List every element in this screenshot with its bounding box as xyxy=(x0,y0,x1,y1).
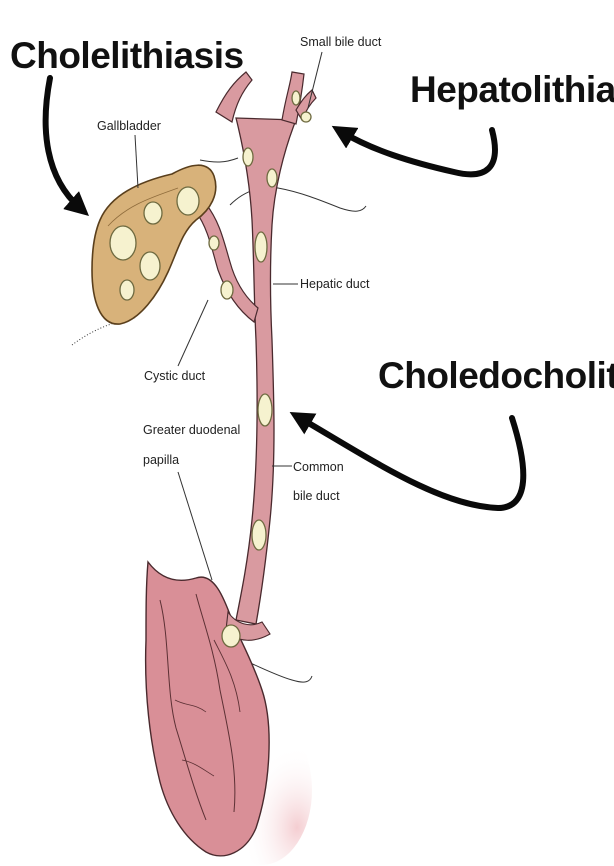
label-gallbladder: Gallbladder xyxy=(97,119,161,133)
arrow-hepatolithiasis xyxy=(331,125,498,178)
label-cystic-duct: Cystic duct xyxy=(144,369,206,383)
arrow-choledocholithiasis xyxy=(289,411,527,512)
bile-duct-tree xyxy=(195,71,317,641)
duodenum xyxy=(144,560,312,865)
stone-gallbladder-5 xyxy=(119,279,135,301)
label-hepatic-duct: Hepatic duct xyxy=(300,277,370,291)
gallstones xyxy=(109,90,312,648)
label-cholelithiasis: Cholelithiasis xyxy=(10,35,244,76)
stone-cystic-1 xyxy=(208,235,220,251)
label-choledocholithiasis: Choledocholithiasis xyxy=(378,355,614,396)
label-greater-duodenal-line2: papilla xyxy=(143,453,179,467)
label-greater-duodenal-line1: Greater duodenal xyxy=(143,423,240,437)
stone-common-1 xyxy=(257,393,273,427)
stone-small-duct-1 xyxy=(291,90,301,106)
stone-gallbladder-3 xyxy=(176,186,200,216)
leader-lines xyxy=(134,51,323,581)
arrow-cholelithiasis xyxy=(42,75,89,216)
stone-gallbladder-2 xyxy=(143,201,163,225)
pointer-arrows xyxy=(42,75,527,512)
stone-cystic-2 xyxy=(220,280,234,300)
condition-labels: Cholelithiasis Hepatolithiasis Choledoch… xyxy=(10,35,614,396)
label-common-bile-duct-line2: bile duct xyxy=(293,489,340,503)
label-common-bile-duct-line1: Common xyxy=(293,460,344,474)
label-small-bile-duct: Small bile duct xyxy=(300,35,382,49)
stone-common-2 xyxy=(251,519,267,551)
stone-papilla xyxy=(221,624,241,648)
stone-small-duct-2 xyxy=(300,111,312,123)
label-hepatolithiasis: Hepatolithiasis xyxy=(410,69,614,110)
stone-hepatic-2 xyxy=(266,168,278,188)
anatomy-labels: Small bile duct Gallbladder Hepatic duct… xyxy=(97,35,382,503)
stone-gallbladder-4 xyxy=(139,251,161,281)
stone-gallbladder-1 xyxy=(109,225,137,261)
stone-hepatic-1 xyxy=(242,147,254,167)
stone-hepatic-3 xyxy=(254,231,268,263)
